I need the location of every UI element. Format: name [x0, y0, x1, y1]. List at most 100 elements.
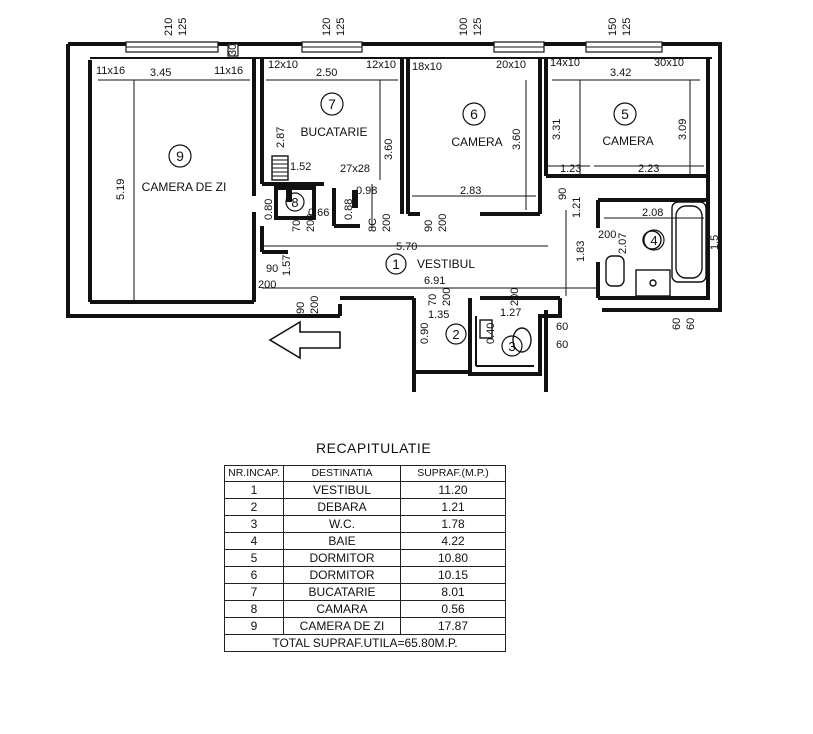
dim-label: 60 — [671, 318, 683, 330]
dim-label: 11x16 — [214, 65, 243, 77]
dim-label: 125 — [177, 18, 189, 36]
recap-cell-destination: DEBARA — [283, 498, 401, 516]
dim-label: 0.88 — [343, 199, 355, 220]
dim-label: 11x16 — [96, 65, 125, 77]
recap-cell-number: 7 — [224, 583, 284, 601]
dim-label: 1.21 — [571, 197, 583, 218]
dim-label: 2.83 — [460, 185, 481, 197]
recap-cell-number: 2 — [224, 498, 284, 516]
recap-header-row: NR.INCAP. DESTINATIA SUPRAF.(M.P.) — [224, 465, 506, 482]
recap-cell-number: 4 — [224, 532, 284, 550]
dim-label: 0.40 — [485, 323, 497, 344]
recap-total-row: TOTAL SUPRAF.UTILA=65.80M.P. — [224, 634, 506, 652]
room-9-number: 9 — [176, 148, 184, 164]
dim-label: 1.52 — [290, 161, 311, 173]
windows — [125, 41, 663, 57]
dim-label: 200 — [381, 214, 393, 232]
recap-cell-number: 3 — [224, 515, 284, 533]
room-8-number: 8 — [291, 195, 298, 210]
dim-label: 125 — [472, 18, 484, 36]
walls — [66, 42, 722, 392]
recap-cell-area: 0.56 — [400, 600, 506, 618]
recap-cell-area: 10.80 — [400, 549, 506, 567]
room-3-label: 3 — [501, 335, 523, 357]
dim-label: 70 — [427, 294, 439, 306]
room-7-label: 7 BUCATARIE — [301, 92, 367, 139]
recap-cell-number: 1 — [224, 481, 284, 499]
dim-label: 8C — [367, 218, 379, 232]
room-9-name: CAMERA DE ZI — [142, 180, 227, 194]
dim-label: 5.19 — [115, 179, 127, 200]
dim-label: 3.42 — [610, 67, 631, 79]
dim-label: 2.87 — [275, 127, 287, 148]
dim-label: 0.80 — [263, 199, 275, 220]
recap-cell-area: 4.22 — [400, 532, 506, 550]
dimension-lines — [98, 79, 704, 302]
dim-label: 100 — [458, 18, 470, 36]
room-9-label: 9 CAMERA DE ZI — [142, 144, 227, 194]
room-1-name: VESTIBUL — [417, 257, 475, 271]
dim-label: 20x10 — [496, 59, 526, 71]
recap-cell-number: 5 — [224, 549, 284, 567]
dim-label: 0.66 — [308, 207, 329, 219]
dim-label: 70 — [291, 220, 303, 232]
room-5-number: 5 — [621, 106, 629, 122]
dim-label: 2.07 — [617, 233, 629, 254]
recap-cell-area: 10.15 — [400, 566, 506, 584]
room-4-number: 4 — [650, 233, 657, 248]
room-7-number: 7 — [328, 96, 336, 112]
dim-label: 90 — [295, 302, 307, 314]
dim-label: 1.5 — [709, 235, 721, 250]
recap-cell-number: 8 — [224, 600, 284, 618]
dim-label: 1.23 — [560, 163, 581, 175]
recap-cell-destination: BUCATARIE — [283, 583, 401, 601]
dim-label: 1.27 — [500, 307, 521, 319]
dim-label: 27x28 — [340, 163, 370, 175]
recap-title: RECAPITULATIE — [316, 440, 432, 456]
recap-cell-destination: W.C. — [283, 515, 401, 533]
dim-label: 12x10 — [366, 59, 396, 71]
recap-cell-destination: DORMITOR — [283, 566, 401, 584]
dim-label: 0.98 — [356, 185, 377, 197]
dim-label: 60 — [685, 318, 697, 330]
dim-label: 1.35 — [428, 309, 449, 321]
dim-label: 3.60 — [383, 139, 395, 160]
recap-cell-destination: VESTIBUL — [283, 481, 401, 499]
recap-cell-area: 8.01 — [400, 583, 506, 601]
recap-cell-number: 9 — [224, 617, 284, 635]
dim-label: 3.09 — [677, 119, 689, 140]
dim-label: 200 — [441, 288, 453, 306]
dim-label: 30 — [227, 44, 239, 56]
recap-header-number: NR.INCAP. — [224, 465, 284, 482]
dim-label: 3.60 — [511, 129, 523, 150]
room-6-name: CAMERA — [451, 135, 502, 149]
recap-cell-destination: CAMERA DE ZI — [283, 617, 401, 635]
recap-cell-area: 17.87 — [400, 617, 506, 635]
entrance-arrow-icon — [268, 320, 341, 360]
dim-label: 120 — [321, 18, 333, 36]
room-5-label: 5 CAMERA — [602, 102, 654, 148]
recap-cell-area: 1.21 — [400, 498, 506, 516]
dimension-labels: 210 125 120 125 100 125 150 125 11x16 3.… — [96, 18, 721, 351]
dim-label: 2.23 — [638, 163, 659, 175]
dim-label: 1.83 — [575, 241, 587, 262]
room-4-label: 4 — [643, 229, 665, 251]
room-labels: 9 CAMERA DE ZI 7 BUCATARIE 6 CAMERA 5 CA… — [142, 92, 665, 357]
dim-label: 0.90 — [419, 323, 431, 344]
dim-label: 2.08 — [642, 207, 663, 219]
room-6-number: 6 — [470, 106, 478, 122]
room-2-label: 2 — [445, 323, 467, 345]
recap-header-destination: DESTINATIA — [283, 465, 401, 482]
recap-cell-destination: CAMARA — [283, 600, 401, 618]
dim-label: 14x10 — [550, 57, 580, 69]
dim-label: 125 — [335, 18, 347, 36]
dim-label: 200 — [258, 279, 276, 291]
